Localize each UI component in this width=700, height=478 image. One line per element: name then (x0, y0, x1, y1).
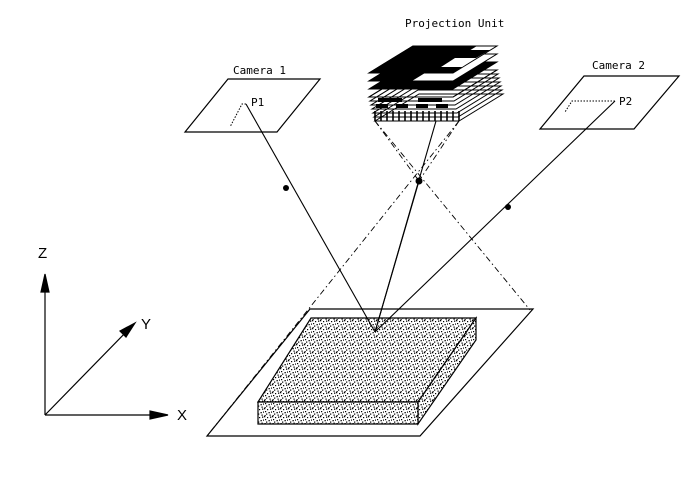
camera2-image-plane (538, 75, 681, 130)
projection-unit-label: Projection Unit (405, 17, 504, 30)
camera2-point-marker (564, 100, 615, 113)
camera1-label: Camera 1 (233, 64, 286, 77)
camera1-image-plane (183, 78, 322, 133)
point1-label: P1 (251, 96, 264, 109)
axis-y-label: Y (141, 316, 151, 333)
camera2-lens-center (505, 204, 511, 210)
coordinate-axes (40, 273, 169, 420)
axis-z-label: Z (38, 245, 47, 262)
projection-unit (367, 45, 505, 122)
camera1-lens-center (283, 185, 289, 191)
camera1-ray (245, 103, 376, 333)
projector-lens-center (415, 177, 423, 185)
point2-label: P2 (619, 95, 632, 108)
projector-ray-2 (374, 180, 420, 333)
projection-cone (206, 120, 531, 437)
camera2-ray (374, 100, 616, 333)
specimen-block (256, 316, 478, 426)
ground-plane (205, 308, 535, 437)
camera2-label: Camera 2 (592, 59, 645, 72)
axis-x-label: X (177, 407, 187, 424)
camera1-point-marker (229, 103, 246, 128)
